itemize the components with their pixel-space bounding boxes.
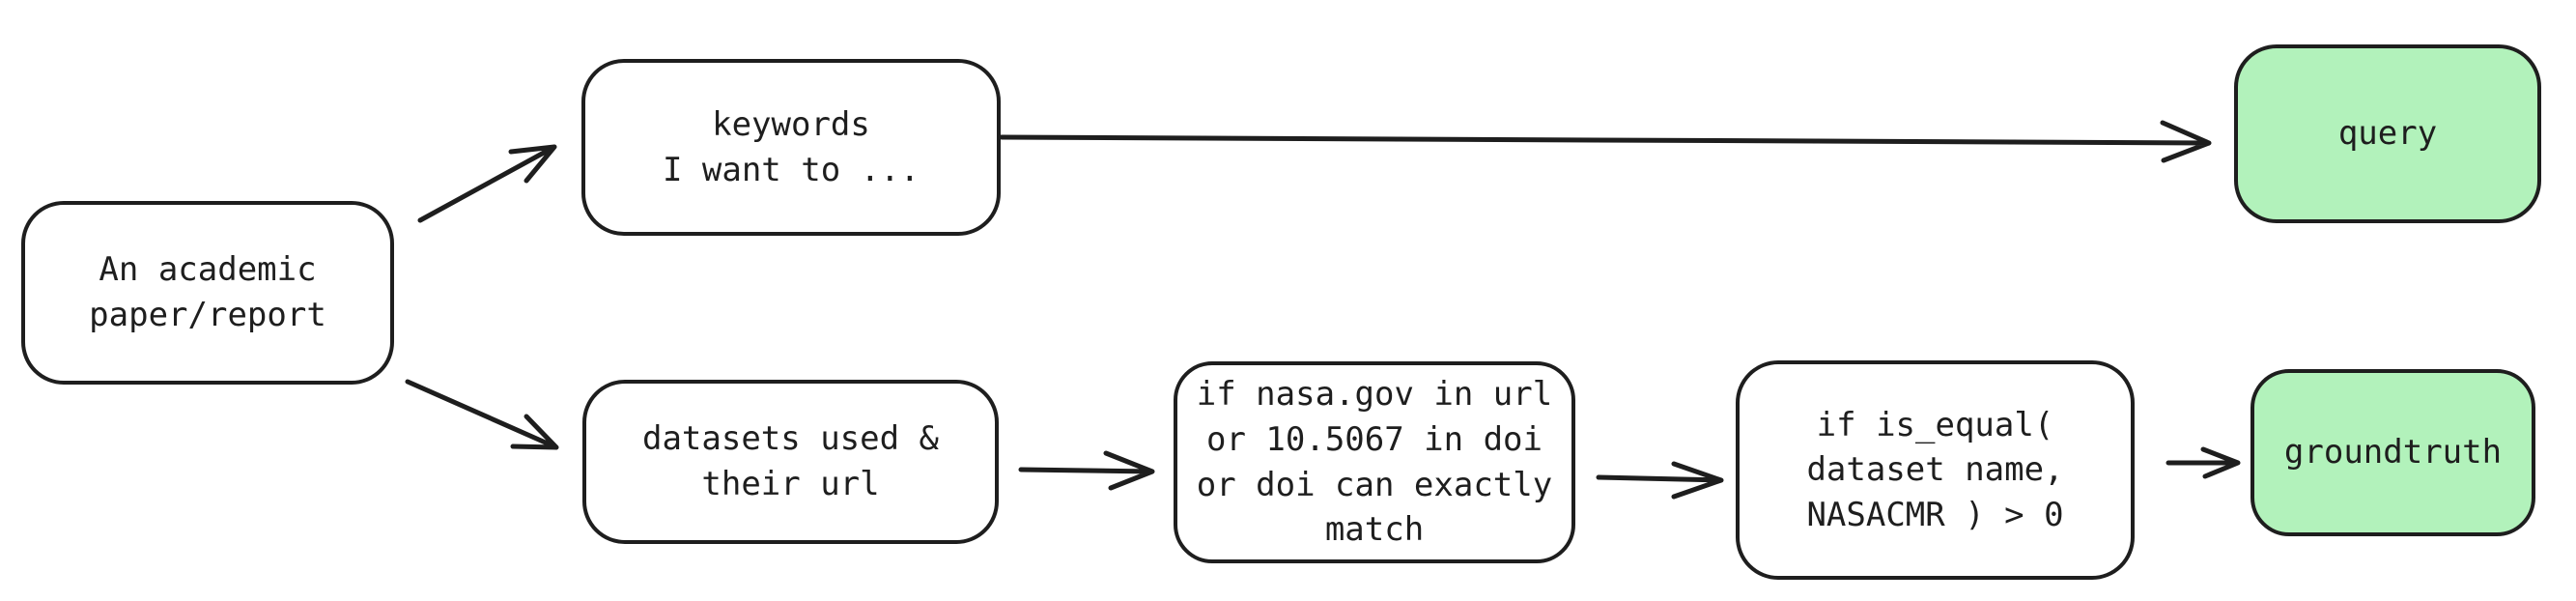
- edge-equalfilter-groundtruth-arrow: [2166, 446, 2241, 479]
- edge-urlfilter-equalfilter-arrow: [1596, 461, 1724, 500]
- node-query-label: query: [2337, 114, 2438, 154]
- node-keywords: keywords I want to ...: [581, 59, 1001, 236]
- edge-keywords-query-arrow: [999, 120, 2212, 163]
- node-academic-paper: An academic paper/report: [21, 201, 394, 385]
- node-query: query: [2234, 44, 2541, 223]
- node-datasets-used: datasets used & their url: [582, 380, 999, 544]
- edge-paper-datasets-arrow: [405, 379, 559, 450]
- edge-paper-keywords-arrow: [417, 144, 557, 223]
- node-academic-paper-label: An academic paper/report: [89, 250, 326, 334]
- node-is-equal-check: if is_equal( dataset name, NASACMR ) > 0: [1736, 360, 2135, 580]
- node-groundtruth: groundtruth: [2250, 369, 2535, 536]
- node-url-doi-check-label: if nasa.gov in url or 10.5067 in doi or …: [1196, 375, 1553, 550]
- node-url-doi-check: if nasa.gov in url or 10.5067 in doi or …: [1174, 361, 1575, 563]
- node-groundtruth-label: groundtruth: [2283, 433, 2503, 472]
- node-keywords-label: keywords I want to ...: [662, 104, 920, 189]
- node-is-equal-check-label: if is_equal( dataset name, NASACMR ) > 0: [1806, 405, 2064, 534]
- node-datasets-used-label: datasets used & their url: [641, 419, 940, 503]
- edge-datasets-urlfilter-arrow: [1018, 450, 1155, 491]
